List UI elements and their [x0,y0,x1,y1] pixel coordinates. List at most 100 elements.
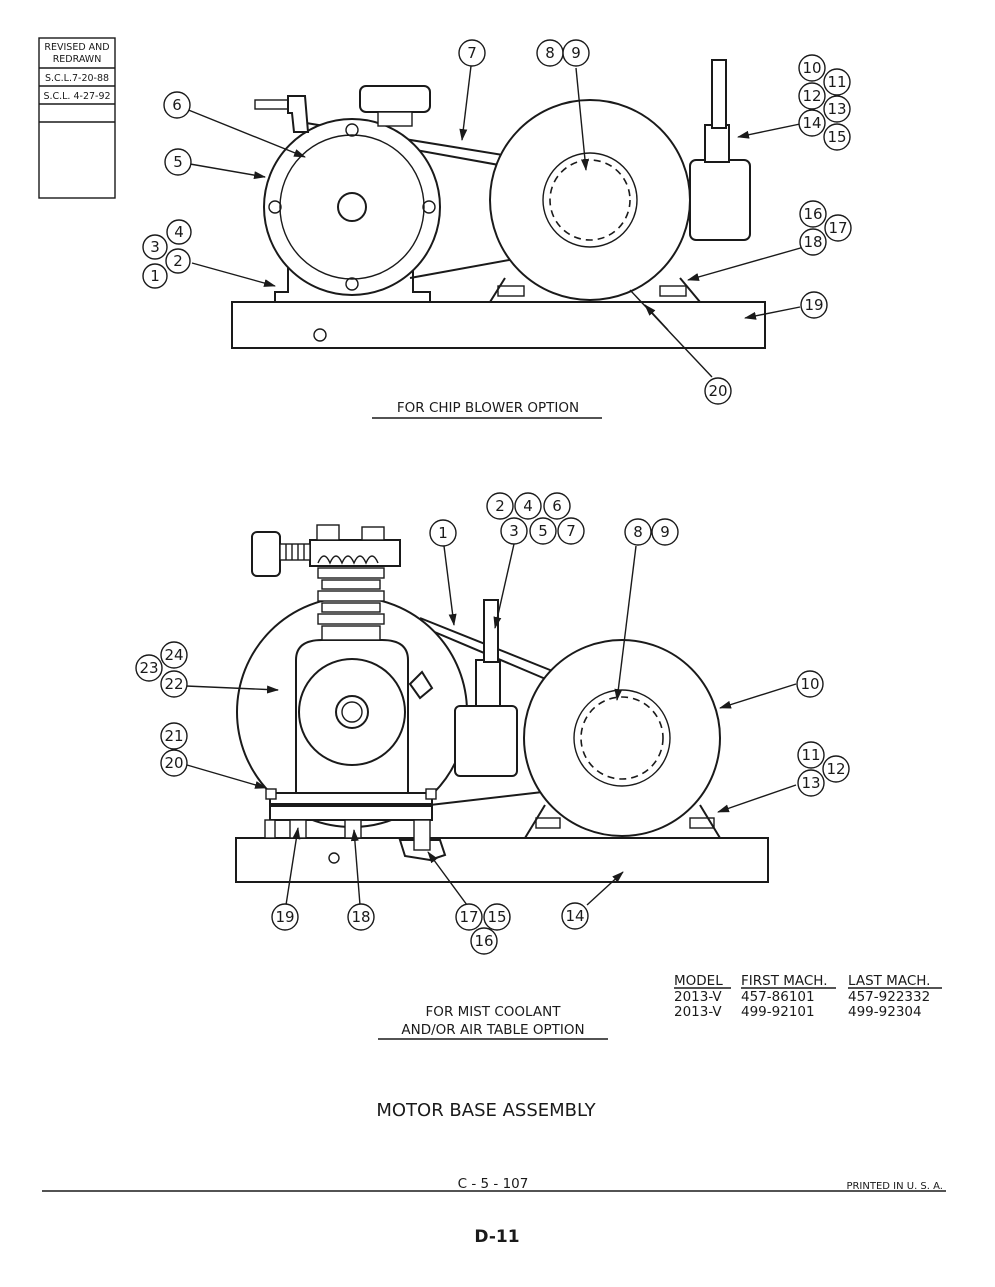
top-view-drawing [231,59,766,349]
callout-12: 12 [798,82,826,110]
bottom-view-caption-line1: FOR MIST COOLANT [426,1004,562,1020]
svg-text:2: 2 [495,497,505,515]
svg-text:4: 4 [174,223,184,241]
callout-b15: 15 [483,903,511,931]
callout-8: 8 [536,39,564,67]
svg-text:13: 13 [827,100,846,118]
svg-text:8: 8 [545,44,555,62]
model-header: MODEL [674,973,723,989]
callout-b19: 19 [271,903,299,931]
callout-15: 15 [823,123,851,151]
svg-text:16: 16 [803,205,822,223]
callout-5: 5 [164,148,192,176]
assembly-title: MOTOR BASE ASSEMBLY [376,1100,596,1121]
svg-text:16: 16 [474,932,493,950]
svg-text:23: 23 [139,659,158,677]
revision-title-line2: REDRAWN [53,54,102,65]
callout-16: 16 [799,200,827,228]
callout-14: 14 [798,109,826,137]
svg-text:14: 14 [565,907,584,925]
svg-text:17: 17 [459,908,478,926]
svg-text:21: 21 [164,727,183,745]
svg-text:14: 14 [802,114,821,132]
svg-text:3: 3 [150,238,160,256]
first-mach-header: FIRST MACH. [741,973,828,989]
svg-text:11: 11 [801,746,820,764]
callout-b3: 3 [500,517,528,545]
bottom-view-leaders [185,543,797,906]
svg-text:6: 6 [172,96,182,114]
callout-18: 18 [799,228,827,256]
callout-b5: 5 [529,517,557,545]
callout-b24: 24 [160,641,188,669]
callout-b22: 22 [160,670,188,698]
callout-19: 19 [800,291,828,319]
svg-text:15: 15 [827,128,846,146]
svg-text:20: 20 [164,754,183,772]
svg-text:9: 9 [660,523,670,541]
callout-b2: 2 [486,492,514,520]
svg-text:7: 7 [467,44,477,62]
last-mach-header: LAST MACH. [848,973,930,989]
table-row-2-first: 499-92101 [741,1004,815,1020]
model-table: MODEL FIRST MACH. LAST MACH. 2013-V 457-… [674,973,942,1020]
table-row-1-last: 457-922332 [848,989,930,1005]
callout-b17: 17 [455,903,483,931]
svg-text:17: 17 [828,219,847,237]
table-row-1-model: 2013-V [674,989,722,1005]
callout-b6: 6 [543,492,571,520]
callout-b16: 16 [470,927,498,955]
callout-3: 3 [142,234,168,260]
svg-text:9: 9 [571,44,581,62]
svg-text:2: 2 [173,252,183,270]
svg-text:3: 3 [509,522,519,540]
callout-b7: 7 [557,517,585,545]
svg-text:19: 19 [275,908,294,926]
printed-label: PRINTED IN U. S. A. [846,1181,943,1192]
callout-13: 13 [823,95,851,123]
callout-6: 6 [163,91,191,119]
callout-10: 10 [798,54,826,82]
bottom-view-drawing [235,524,769,883]
svg-text:18: 18 [351,908,370,926]
callout-9: 9 [562,39,590,67]
callout-b11: 11 [797,741,825,769]
callout-b4: 4 [514,492,542,520]
revision-entry-2: S.C.L. 4-27-92 [43,91,110,102]
svg-text:1: 1 [150,267,160,285]
callout-b1: 1 [429,519,457,547]
svg-text:20: 20 [708,382,727,400]
svg-text:13: 13 [801,774,820,792]
callout-b14: 14 [561,902,589,930]
callout-4: 4 [166,219,192,245]
svg-text:5: 5 [173,153,183,171]
callout-11: 11 [823,68,851,96]
svg-text:22: 22 [164,675,183,693]
callout-b20: 20 [160,749,188,777]
svg-text:12: 12 [826,760,845,778]
callout-b12: 12 [822,755,850,783]
table-row-2-model: 2013-V [674,1004,722,1020]
drawing-number: C - 5 - 107 [458,1176,529,1192]
callout-b18: 18 [347,903,375,931]
revision-block: REVISED AND REDRAWN S.C.L.7-20-88 S.C.L.… [38,37,116,199]
svg-text:19: 19 [804,296,823,314]
callout-1: 1 [142,263,168,289]
callout-2: 2 [165,248,191,274]
svg-text:10: 10 [802,59,821,77]
svg-text:18: 18 [803,233,822,251]
callout-b10: 10 [796,670,824,698]
svg-text:12: 12 [802,87,821,105]
svg-text:5: 5 [538,522,548,540]
top-view-leaders [185,65,805,378]
page-label: D-11 [474,1227,519,1247]
callout-b9: 9 [651,518,679,546]
svg-text:24: 24 [164,646,183,664]
callout-17: 17 [824,214,852,242]
bottom-view-callouts: 1 2 3 4 5 6 7 8 9 10 11 12 13 14 15 16 1… [135,492,850,955]
svg-text:10: 10 [800,675,819,693]
svg-text:6: 6 [552,497,562,515]
table-row-2-last: 499-92304 [848,1004,922,1020]
callout-b21: 21 [160,722,188,750]
svg-text:8: 8 [633,523,643,541]
